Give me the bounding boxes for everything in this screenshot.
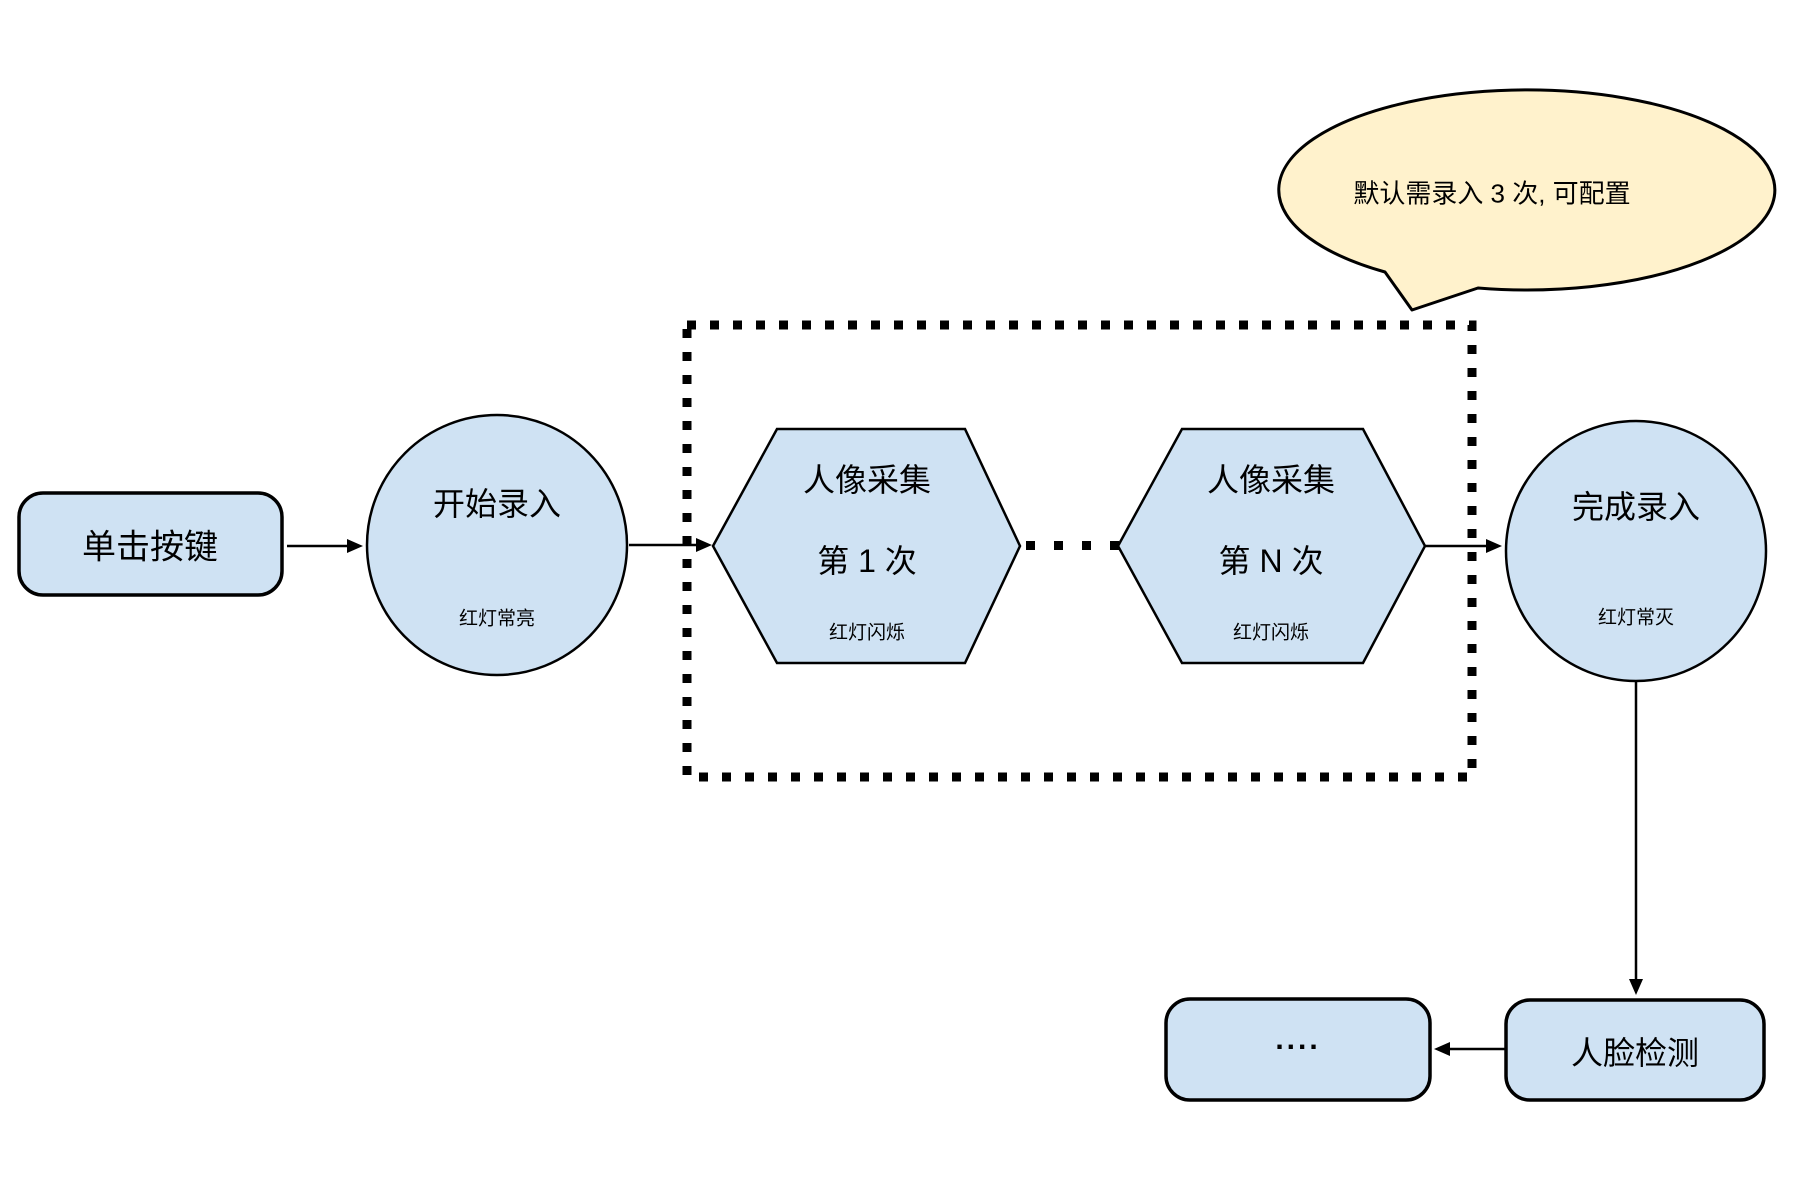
capture-first-node — [711, 427, 1022, 665]
capture-first-subtitle: 第 1 次 — [817, 543, 917, 579]
start-entry-node — [365, 413, 629, 677]
note-speech-bubble — [1277, 88, 1777, 312]
sequence-ellipsis-dots — [1026, 541, 1119, 550]
finish-entry-node — [1504, 419, 1768, 683]
arrow-finish-to-facedetect — [1629, 681, 1643, 995]
start-entry-status: 红灯常亮 — [458, 608, 536, 630]
finish-entry-label: 完成录入 — [1571, 489, 1701, 525]
click-button-label: 单击按键 — [82, 528, 218, 567]
capture-loop-dotted-border — [682, 320, 1477, 782]
capture-nth-status: 红灯闪烁 — [1232, 622, 1310, 644]
start-entry-label: 开始录入 — [432, 486, 562, 522]
arrow-facedetect-to-continuation — [1434, 1042, 1506, 1056]
arrow-captureN-to-finish — [1425, 539, 1502, 553]
finish-entry-status: 红灯常灭 — [1597, 607, 1675, 629]
capture-nth-subtitle: 第 N 次 — [1218, 543, 1324, 579]
continuation-node — [1164, 997, 1432, 1102]
arrow-click-to-start — [287, 539, 363, 553]
capture-first-status: 红灯闪烁 — [828, 622, 906, 644]
note-text: 默认需录入 3 次, 可配置 — [1353, 178, 1631, 209]
capture-nth-title: 人像采集 — [1206, 462, 1336, 498]
capture-first-title: 人像采集 — [802, 462, 932, 498]
continuation-label: .... — [1275, 1023, 1321, 1056]
click-button-node — [17, 491, 284, 597]
face-detection-label: 人脸检测 — [1570, 1035, 1700, 1071]
arrow-start-to-capture1 — [629, 538, 712, 552]
